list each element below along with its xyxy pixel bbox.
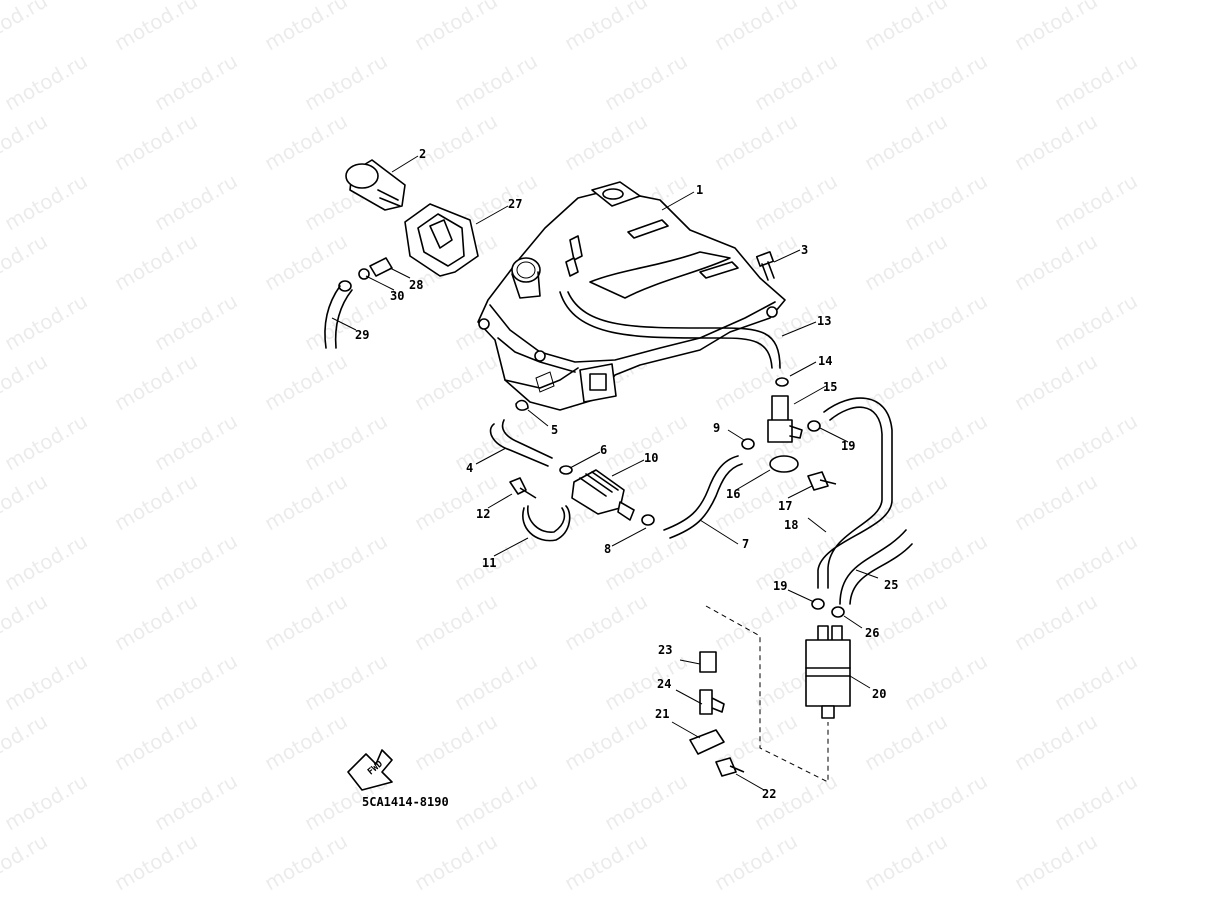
callout-6: 6	[600, 443, 608, 457]
callout-17: 17	[778, 499, 793, 513]
hose-4	[489, 419, 553, 467]
callout-27: 27	[508, 197, 523, 211]
fwd-arrow-icon	[347, 749, 393, 791]
bolt-22	[715, 757, 745, 777]
assembly-line	[705, 605, 829, 783]
callout-22: 22	[762, 787, 777, 801]
clip-5	[515, 399, 529, 411]
clip-9	[741, 438, 755, 450]
clip-14	[775, 377, 789, 387]
leader-lines	[331, 155, 879, 791]
fuel-cap	[345, 159, 406, 211]
callout-5: 5	[551, 423, 559, 437]
callout-19-upper: 19	[841, 439, 856, 453]
callout-14: 14	[818, 354, 833, 368]
callout-20: 20	[872, 687, 887, 701]
fuel-pump	[805, 625, 851, 719]
hose-13	[567, 291, 781, 369]
clip-26	[831, 606, 845, 618]
callout-18: 18	[784, 518, 799, 532]
clip-6	[559, 465, 573, 475]
callout-9: 9	[713, 421, 721, 435]
intake-grommet	[404, 203, 479, 277]
callout-11: 11	[482, 556, 497, 570]
callout-10: 10	[644, 451, 659, 465]
callout-12: 12	[476, 507, 491, 521]
fitting-15	[767, 395, 803, 443]
callout-26: 26	[865, 626, 880, 640]
callout-28: 28	[409, 278, 424, 292]
clip-19-upper	[807, 420, 821, 432]
fuel-filter	[571, 469, 635, 521]
bracket-11	[522, 505, 571, 542]
callout-4: 4	[466, 461, 474, 475]
joint-23	[699, 651, 717, 673]
clip-8	[641, 514, 655, 526]
callout-1: 1	[696, 183, 704, 197]
callout-7: 7	[742, 537, 750, 551]
callout-2: 2	[419, 147, 427, 161]
hose-25	[839, 529, 913, 605]
bracket-21	[689, 729, 725, 755]
bolt-12	[509, 477, 537, 499]
callout-13: 13	[817, 314, 832, 328]
bolt-17	[807, 471, 837, 491]
callout-25: 25	[884, 578, 899, 592]
callout-29: 29	[355, 328, 370, 342]
hose-7	[663, 455, 743, 539]
clip-19-lower	[811, 598, 825, 610]
bolt-3	[755, 251, 775, 281]
hose-29	[324, 285, 353, 349]
callout-23: 23	[658, 643, 673, 657]
callout-15: 15	[823, 380, 838, 394]
t-joint-24	[699, 689, 725, 715]
callout-24: 24	[657, 677, 672, 691]
hose-18	[817, 397, 893, 589]
joint-28	[369, 257, 393, 277]
callout-30: 30	[390, 289, 405, 303]
callout-8: 8	[604, 542, 612, 556]
callout-21: 21	[655, 707, 670, 721]
callout-19-lower: 19	[773, 579, 788, 593]
clamp-16	[769, 455, 799, 473]
part-code: 5CA1414-8190	[362, 795, 449, 809]
callout-16: 16	[726, 487, 741, 501]
fuel-tank	[477, 181, 786, 411]
callout-3: 3	[801, 243, 809, 257]
